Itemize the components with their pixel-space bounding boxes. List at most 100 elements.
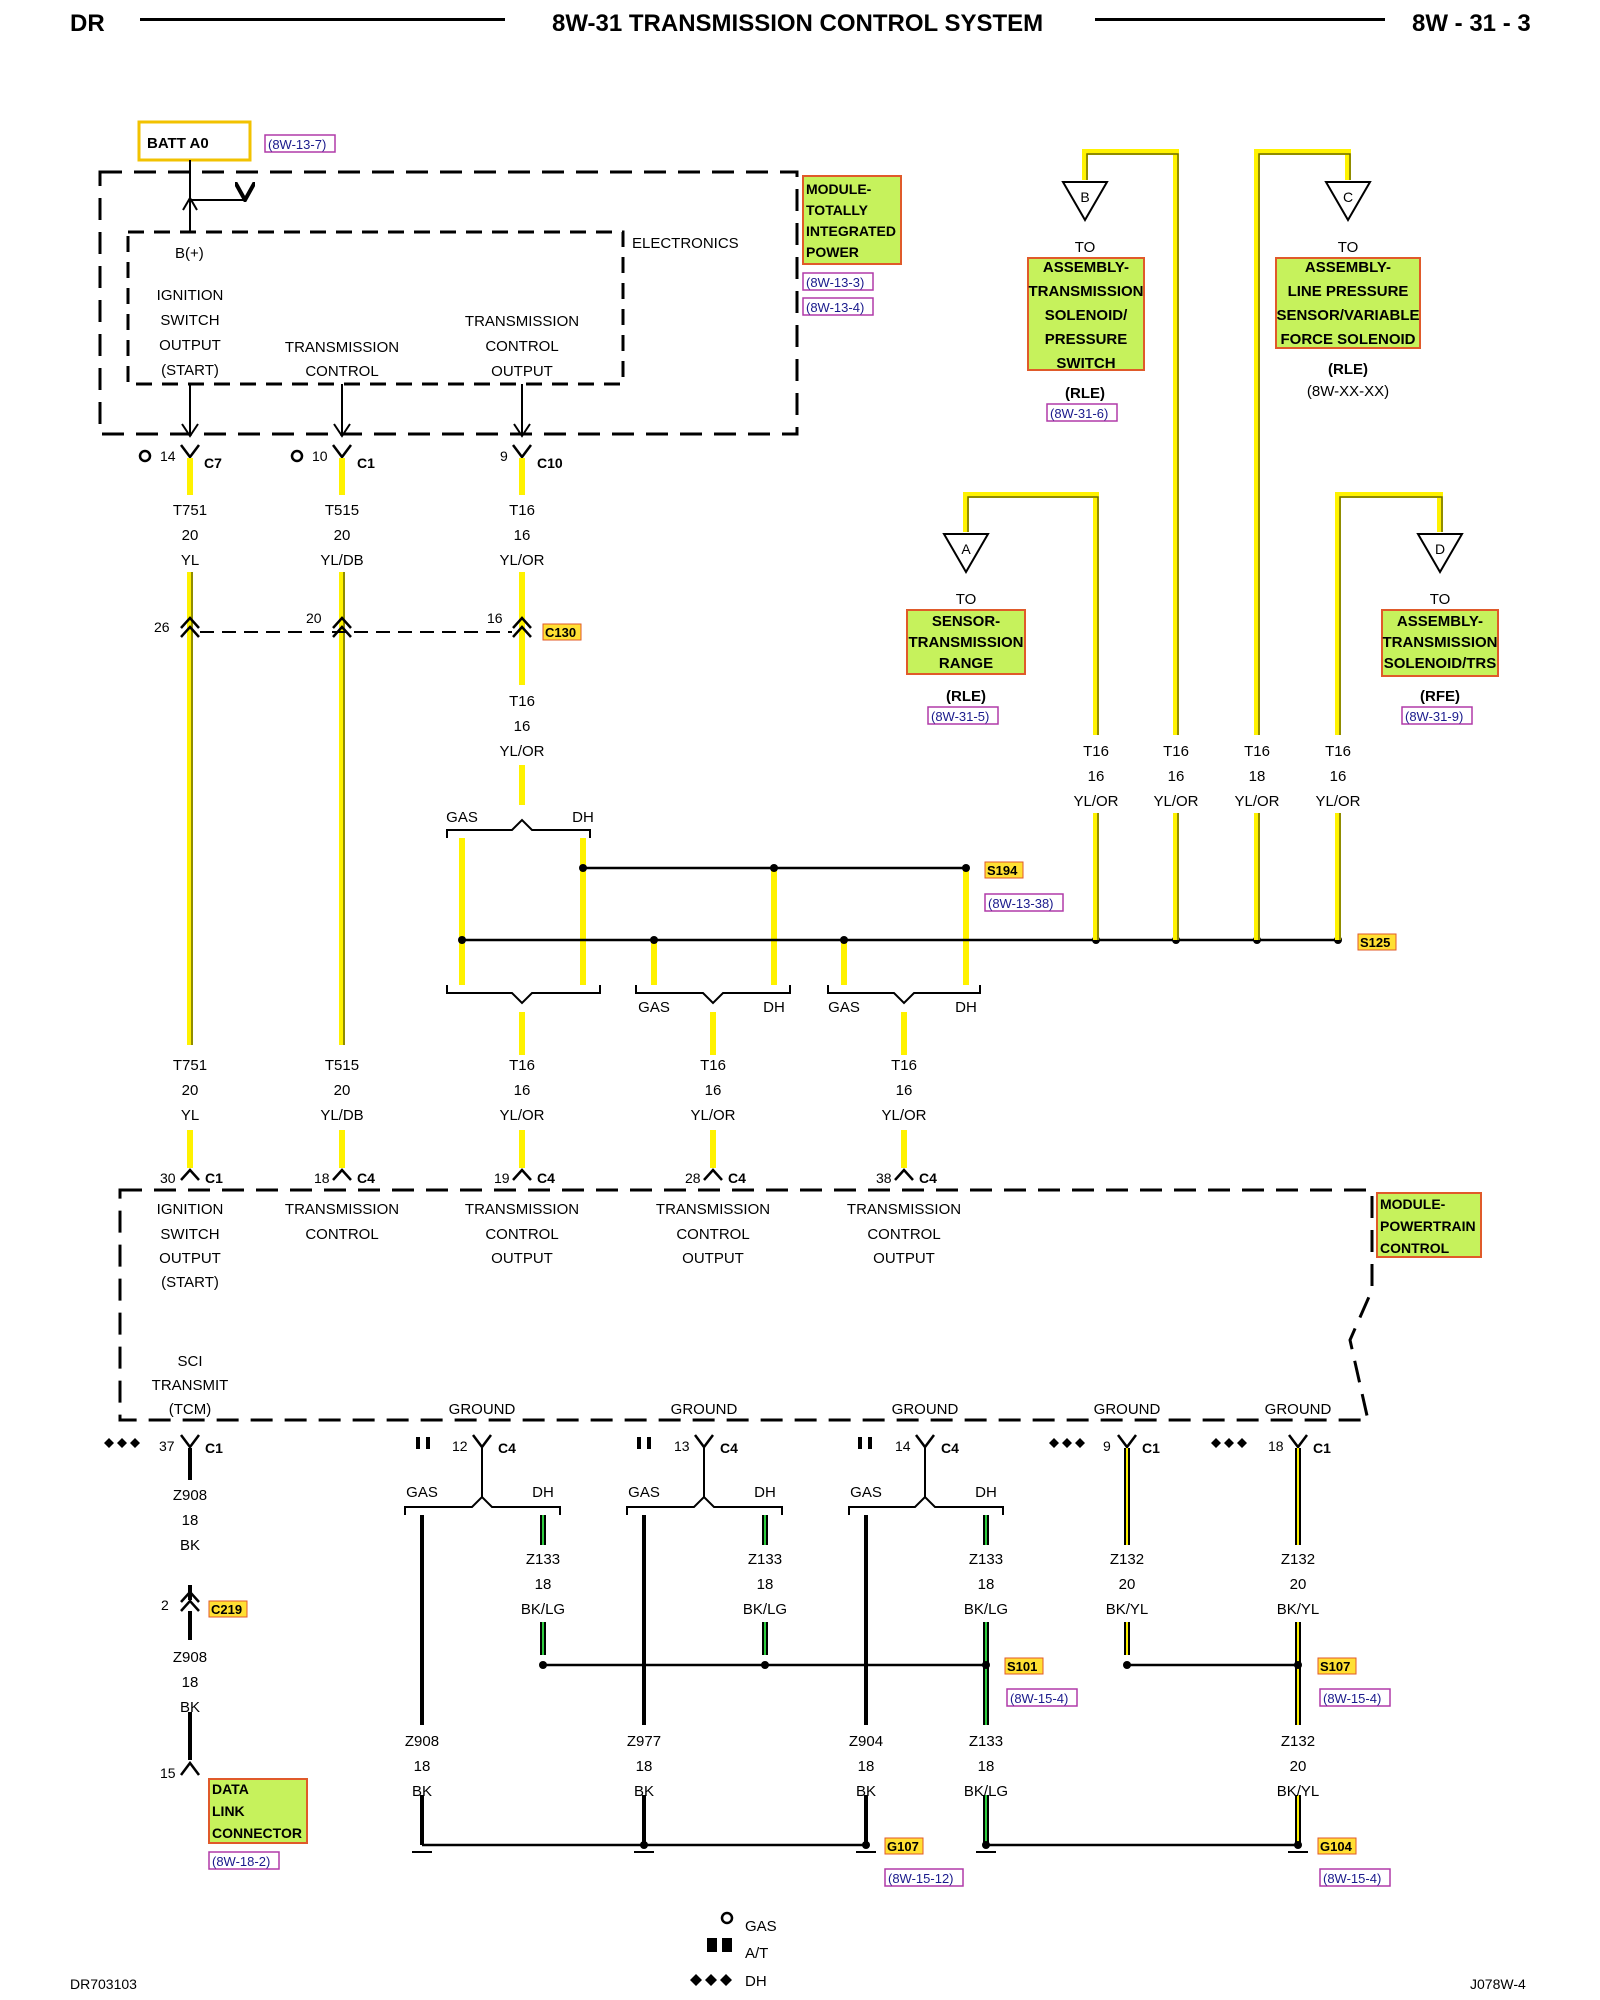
wire-mid-1-id: T751 xyxy=(173,1057,207,1074)
pcm-pin2-l1: TRANSMISSION xyxy=(285,1201,399,1218)
bot-conn-3-pin: 13 xyxy=(674,1438,690,1454)
tipm-pin1-l4: (START) xyxy=(161,362,219,379)
dest-b-line-1: ASSEMBLY- xyxy=(1043,259,1129,276)
top-conn-1-pin: 14 xyxy=(160,448,176,464)
dest-b-ref[interactable]: (8W-31-6) xyxy=(1050,406,1108,421)
gnd-dh-5-gauge: 20 xyxy=(1290,1576,1307,1593)
wire-top-3-color: YL/OR xyxy=(499,552,544,569)
tipm-name-3: INTEGRATED xyxy=(806,223,896,239)
pcm-conn-5-pin: 38 xyxy=(876,1170,892,1186)
pcm-pin3-l3: OUTPUT xyxy=(491,1250,553,1267)
s194-ref[interactable]: (8W-13-38) xyxy=(988,896,1054,911)
dlc-pin-icon xyxy=(180,1760,200,1776)
at-marker-icon xyxy=(858,1437,862,1449)
c130-pin-3: 16 xyxy=(487,610,503,626)
tipm-ref-2[interactable]: (8W-13-4) xyxy=(806,300,864,315)
dest-a-letter: A xyxy=(961,541,971,557)
s107-ref[interactable]: (8W-15-4) xyxy=(1323,1691,1381,1706)
bot-conn-5-icon xyxy=(1117,1434,1137,1450)
gnd-low-2-color: BK xyxy=(634,1783,654,1800)
pcm-conn-2-name: C4 xyxy=(357,1170,375,1186)
tipm-ref-1[interactable]: (8W-13-3) xyxy=(806,275,864,290)
tipm-pin2-l1: TRANSMISSION xyxy=(285,339,399,356)
dest-c-line-2: LINE PRESSURE xyxy=(1288,283,1409,300)
at-marker-icon xyxy=(416,1437,420,1449)
gas-dh-brace-2 xyxy=(635,985,791,1005)
dlc-line-3: CONNECTOR xyxy=(212,1825,302,1841)
tipm-outline xyxy=(98,170,799,436)
pcm-pin5-l3: OUTPUT xyxy=(873,1250,935,1267)
g107-ref[interactable]: (8W-15-12) xyxy=(888,1871,954,1886)
header-rule-right xyxy=(1095,18,1385,21)
dlc-wire1-color: BK xyxy=(180,1537,200,1554)
s101-badge xyxy=(1004,1657,1044,1675)
bot-conn-1-icon xyxy=(180,1434,200,1450)
gnd-dh-3-color: BK/LG xyxy=(964,1601,1008,1618)
pcm-ground-4: GROUND xyxy=(1094,1401,1161,1418)
wire-top-1-color: YL xyxy=(181,552,199,569)
c130-name: C130 xyxy=(545,625,576,640)
dest-b-rle: (RLE) xyxy=(1065,385,1105,402)
bplus-up-arrow xyxy=(182,196,198,211)
s101-name: S101 xyxy=(1007,1659,1037,1674)
right-wire-4-gauge: 16 xyxy=(1330,768,1347,785)
s101-ref[interactable]: (8W-15-4) xyxy=(1010,1691,1068,1706)
g104-ref[interactable]: (8W-15-4) xyxy=(1323,1871,1381,1886)
wire-c130-id: T16 xyxy=(509,693,535,710)
legend-gas-icon xyxy=(720,1911,734,1925)
dest-b-triangle xyxy=(1061,181,1109,222)
ground-brace-2-gas: GAS xyxy=(628,1484,660,1501)
dest-a-triangle xyxy=(942,533,990,574)
top-conn-2-icon xyxy=(332,444,352,460)
brace-2-gas: GAS xyxy=(638,999,670,1016)
wire-mid-3-gauge: 16 xyxy=(514,1082,531,1099)
pcm-pin1-l2: SWITCH xyxy=(160,1226,219,1243)
s107-name: S107 xyxy=(1320,1659,1350,1674)
bot-conn-4-pin: 14 xyxy=(895,1438,911,1454)
wire-mid-5-color: YL/OR xyxy=(881,1107,926,1124)
wire-c130-color: YL/OR xyxy=(499,743,544,760)
dest-a-ref[interactable]: (8W-31-5) xyxy=(931,709,989,724)
pcm-sci-l1: SCI xyxy=(177,1353,202,1370)
top-conn-2-pin: 10 xyxy=(312,448,328,464)
pcm-conn-3-icon xyxy=(512,1168,532,1181)
bot-conn-3-name: C4 xyxy=(720,1440,738,1456)
dest-a-line-3: RANGE xyxy=(939,655,993,672)
dh-marker-icon xyxy=(104,1438,140,1448)
gnd-dh-2-gauge: 18 xyxy=(757,1576,774,1593)
batt-ref[interactable]: (8W-13-7) xyxy=(268,137,326,152)
gnd-dh-1-id: Z133 xyxy=(526,1551,560,1568)
pcm-name-box xyxy=(1376,1192,1482,1258)
pcm-pin1-l4: (START) xyxy=(161,1274,219,1291)
dlc-ref-box xyxy=(208,1851,280,1870)
dest-d-ref[interactable]: (8W-31-9) xyxy=(1405,709,1463,724)
wire-to-d xyxy=(1335,492,1443,940)
c130-pin-2-icon xyxy=(332,616,352,629)
gnd-low-4-id: Z133 xyxy=(969,1733,1003,1750)
pcm-sci-l3: (TCM) xyxy=(169,1401,211,1418)
dlc-ref[interactable]: (8W-18-2) xyxy=(212,1854,270,1869)
pcm-ground-3: GROUND xyxy=(892,1401,959,1418)
dest-c-box xyxy=(1275,257,1421,349)
bot-conn-6-name: C1 xyxy=(1313,1440,1331,1456)
c130-pin-1: 26 xyxy=(154,619,170,635)
pcm-conn-4-icon xyxy=(703,1168,723,1181)
g107-ref-box xyxy=(884,1868,964,1887)
dlc-wire1-id: Z908 xyxy=(173,1487,207,1504)
dest-c-ref[interactable]: (8W-XX-XX) xyxy=(1307,383,1389,400)
gnd-dh-3-gauge: 18 xyxy=(978,1576,995,1593)
pcm-conn-4-name: C4 xyxy=(728,1170,746,1186)
dest-b-line-3: SOLENOID/ xyxy=(1045,307,1128,324)
g104-name: G104 xyxy=(1320,1839,1353,1854)
gnd-low-5-id: Z132 xyxy=(1281,1733,1315,1750)
gnd-low-4-gauge: 18 xyxy=(978,1758,995,1775)
pcm-pin5-l2: CONTROL xyxy=(867,1226,940,1243)
tipm-pin2-l2: CONTROL xyxy=(305,363,378,380)
gnd-dh-4-id: Z132 xyxy=(1110,1551,1144,1568)
right-wire-1-id: T16 xyxy=(1083,743,1109,760)
legend-gas: GAS xyxy=(745,1918,777,1935)
right-wire-4-color: YL/OR xyxy=(1315,793,1360,810)
gnd-dh-2-color: BK/LG xyxy=(743,1601,787,1618)
tipm-pin1-l3: OUTPUT xyxy=(159,337,221,354)
wire-mid-5-id: T16 xyxy=(891,1057,917,1074)
